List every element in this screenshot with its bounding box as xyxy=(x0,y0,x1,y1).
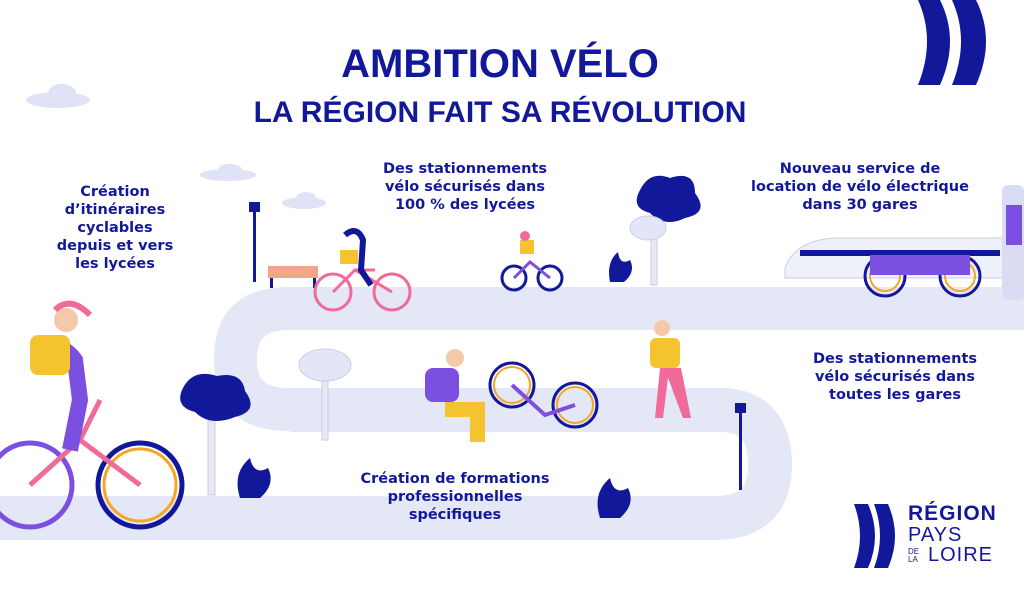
logo-text: RÉGION xyxy=(908,502,997,525)
bicycle-icon xyxy=(0,300,185,530)
caption-location: Nouveau service de location de vélo élec… xyxy=(740,160,980,214)
caption-itineraires: Création d’itinéraires cyclables depuis … xyxy=(50,183,180,273)
caption-line: 100 % des lycées xyxy=(394,197,536,213)
page-subtitle: LA RÉGION FAIT SA RÉVOLUTION xyxy=(253,96,747,129)
caption-line: vélo sécurisés dans xyxy=(384,179,546,195)
caption-line: Création xyxy=(80,184,150,200)
caption-line: Des stationnements xyxy=(382,161,548,177)
cloud xyxy=(26,84,326,209)
logo-text: LOIRE xyxy=(928,544,994,566)
caption-gares: Des stationnements vélo sécurisés dans t… xyxy=(790,350,1000,404)
page-title: AMBITION VÉLO xyxy=(341,42,659,86)
caption-line: professionnelles xyxy=(387,489,523,505)
caption-formations: Création de formations professionnelles … xyxy=(340,470,570,524)
caption-line: Des stationnements xyxy=(812,351,978,367)
road-edges xyxy=(211,285,1024,433)
logo-text: LA xyxy=(908,555,918,564)
tree-icon xyxy=(298,348,352,441)
bicycle-icon xyxy=(488,361,599,429)
logo-stripes-icon xyxy=(854,504,895,568)
caption-line: vélo sécurisés dans xyxy=(814,369,976,385)
caption-line: Création de formations xyxy=(360,471,550,487)
caption-line: les lycées xyxy=(75,256,155,272)
logo-text: PAYS xyxy=(908,524,963,546)
road xyxy=(0,286,1024,540)
caption-line: d’itinéraires xyxy=(64,202,166,218)
caption-line: depuis et vers xyxy=(56,238,174,254)
caption-lycees: Des stationnements vélo sécurisés dans 1… xyxy=(360,160,570,214)
logo-text: DE xyxy=(908,547,920,556)
walking-person xyxy=(650,320,691,418)
caption-line: Nouveau service de xyxy=(779,161,941,177)
brand-stripes-top-right xyxy=(918,0,986,85)
mechanic-person xyxy=(425,349,485,442)
caption-line: dans 30 gares xyxy=(802,197,918,213)
tree-icon xyxy=(629,175,701,286)
bicycle-icon xyxy=(500,231,564,292)
caption-line: cyclables xyxy=(77,220,153,236)
lamp-post-icon xyxy=(249,202,746,490)
bench-icon xyxy=(268,266,318,288)
caption-line: location de vélo électrique xyxy=(751,179,969,195)
tree-icon xyxy=(180,373,251,496)
plant-icon xyxy=(237,252,632,518)
bicycle-icon xyxy=(313,228,412,312)
bike-station-icon xyxy=(863,185,1024,300)
caption-line: toutes les gares xyxy=(829,387,961,403)
caption-line: spécifiques xyxy=(408,507,502,523)
